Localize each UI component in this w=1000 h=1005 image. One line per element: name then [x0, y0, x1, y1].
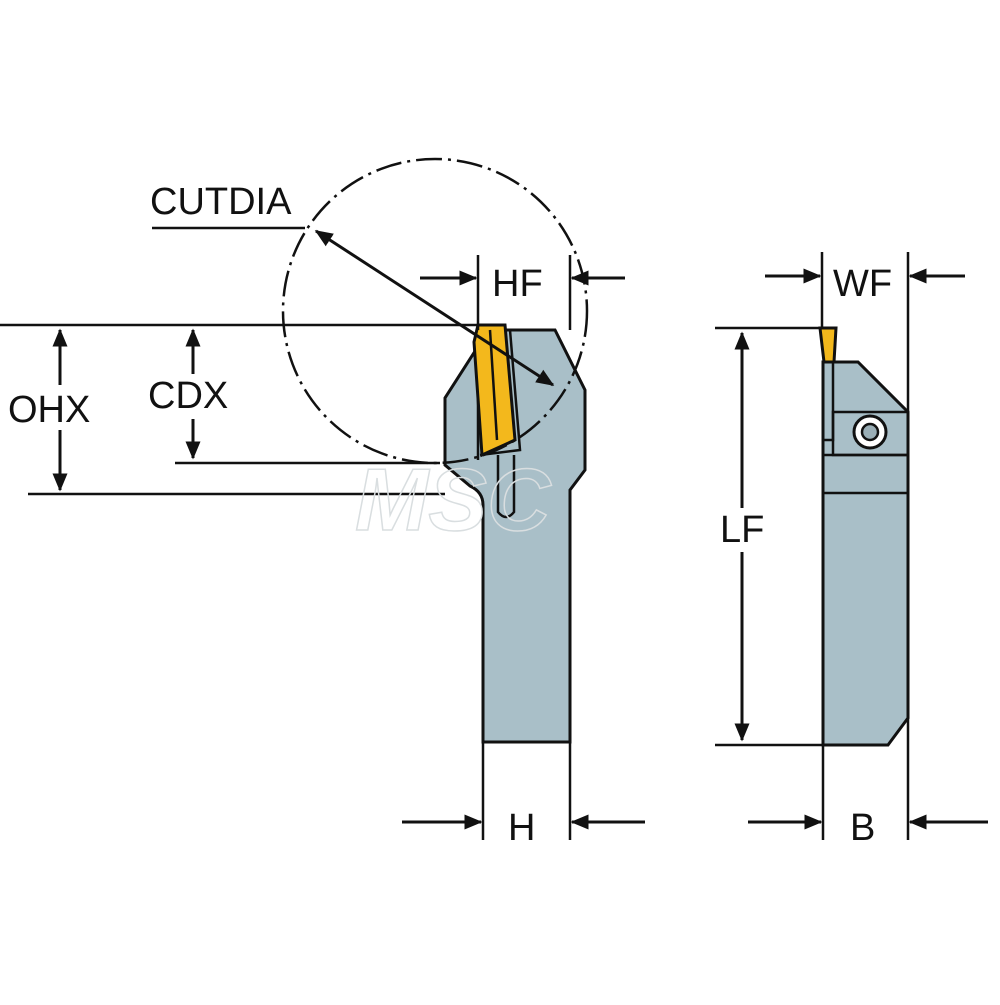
- lf-label-bg: [716, 508, 776, 552]
- wf-label: WF: [833, 263, 892, 305]
- lf-label: LF: [720, 509, 764, 551]
- cutdia-label: CUTDIA: [150, 181, 292, 223]
- clamp-screw-icon: [852, 414, 888, 450]
- cdx-label: CDX: [148, 375, 228, 417]
- b-label: B: [850, 807, 875, 849]
- ohx-label-bg: [4, 385, 104, 430]
- front-view: CUTDIA OHX CDX HF H: [0, 157, 645, 849]
- ohx-label: OHX: [8, 389, 90, 431]
- cutting-insert-side: [818, 326, 838, 364]
- side-view: LF WF B: [715, 252, 988, 849]
- cutdia-dimension-arrow: [314, 229, 555, 387]
- hf-label: HF: [492, 263, 543, 305]
- cdx-label-bg: [142, 374, 242, 419]
- watermark-logo: MSC: [355, 450, 552, 549]
- relief-groove: [496, 455, 516, 519]
- h-label: H: [508, 807, 535, 849]
